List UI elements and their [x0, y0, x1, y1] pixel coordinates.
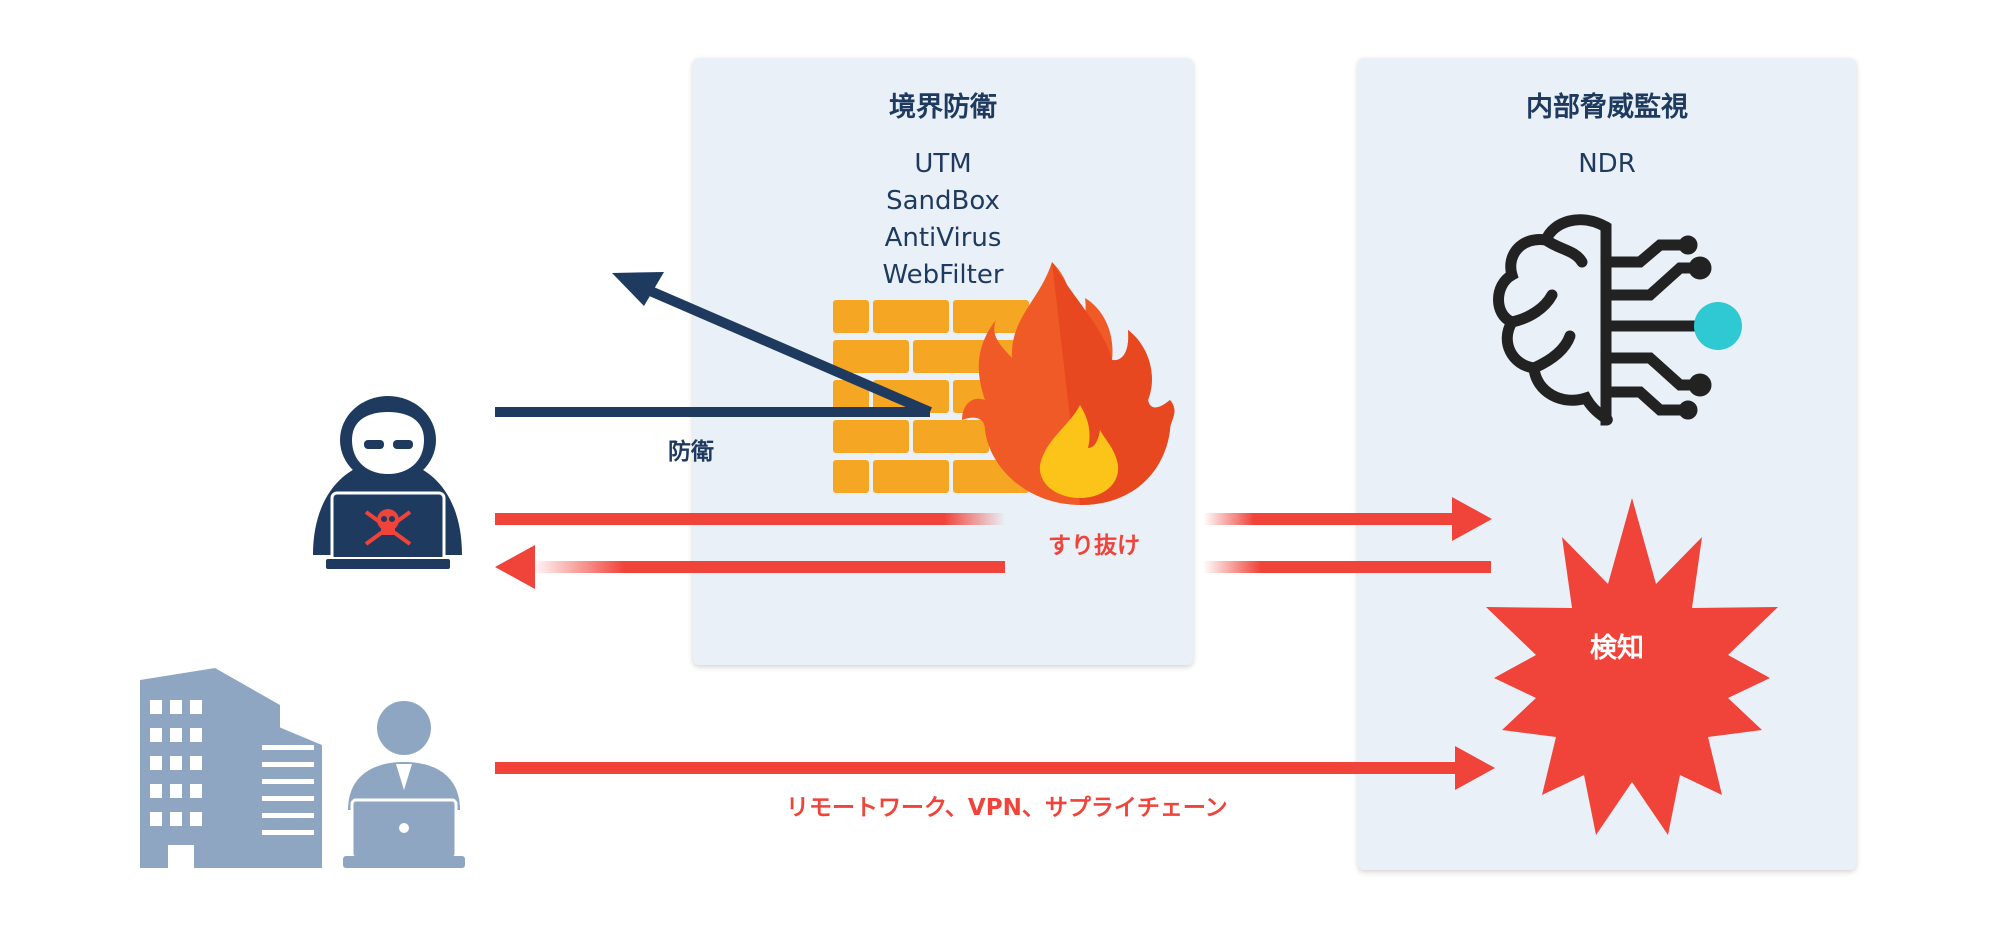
- starburst-icon: [1486, 498, 1778, 835]
- internal-title: 内部脅威監視: [1526, 92, 1688, 123]
- office-building-icon: [140, 668, 322, 868]
- ai-node-highlight: [1694, 302, 1742, 350]
- remote-arrow: [495, 746, 1495, 790]
- perimeter-tech-list: UTM SandBox AntiVirus WebFilter: [693, 146, 1193, 294]
- bypass-arrows-left: [495, 513, 1005, 589]
- internal-tech-ndr: NDR: [1578, 149, 1636, 179]
- tech-webfilter: WebFilter: [882, 260, 1004, 290]
- flame-icon: [962, 262, 1175, 505]
- defense-arrow: [495, 272, 932, 417]
- detection-label: 検知: [1590, 633, 1644, 664]
- ai-brain-icon: [1493, 214, 1712, 426]
- defense-label: 防衛: [668, 439, 714, 465]
- tech-sandbox: SandBox: [886, 186, 1000, 216]
- office-worker-icon: [343, 701, 465, 868]
- tech-antivirus: AntiVirus: [884, 223, 1002, 253]
- bypass-label: すり抜け: [1048, 533, 1140, 559]
- remote-work-label: リモートワーク、VPN、サプライチェーン: [786, 795, 1228, 821]
- skull-icon: [364, 509, 412, 546]
- tech-utm: UTM: [914, 149, 972, 179]
- bypass-arrows-right: [1203, 497, 1492, 573]
- perimeter-title: 境界防衛: [889, 92, 997, 123]
- hacker-icon: [313, 396, 462, 571]
